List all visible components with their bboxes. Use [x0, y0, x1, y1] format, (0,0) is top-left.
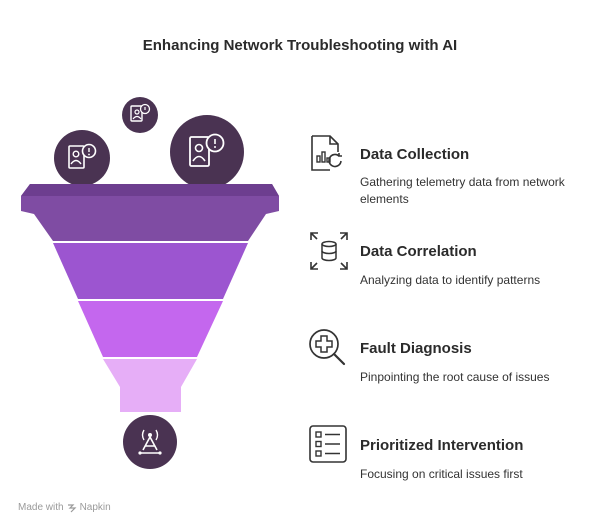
funnel-rim: [21, 184, 279, 196]
magnifier-cross-icon: [309, 329, 346, 366]
database-scan-icon: [310, 232, 348, 270]
chart-document-icon: [311, 135, 342, 171]
step-title-data-collection: Data Collection: [360, 146, 470, 163]
alert-report-icon-right: [170, 115, 244, 189]
step-description-data-collection: Gathering telemetry data from network el…: [360, 175, 565, 206]
step-description-data-correlation: Analyzing data to identify patterns: [360, 273, 541, 287]
alert-report-icon-left: [54, 130, 110, 186]
step-description-prioritized-intervention: Focusing on critical issues first: [360, 467, 523, 481]
step-description-fault-diagnosis: Pinpointing the root cause of issues: [360, 370, 550, 384]
funnel-layer-2: [53, 243, 248, 299]
page-title: Enhancing Network Troubleshooting with A…: [142, 37, 458, 54]
napkin-brand-label: Napkin: [79, 502, 111, 513]
made-with-label: Made with: [18, 502, 64, 513]
funnel-layer-3: [78, 301, 223, 357]
funnel-layer-1: [21, 184, 279, 241]
step-title-data-correlation: Data Correlation: [360, 243, 477, 260]
funnel-layer-4: [103, 359, 197, 412]
step-title-fault-diagnosis: Fault Diagnosis: [360, 340, 472, 357]
napkin-logo-icon: [67, 503, 77, 512]
signal-tower-icon: [123, 415, 177, 469]
made-with-footer[interactable]: Made with Napkin: [18, 502, 111, 513]
checklist-icon: [309, 425, 347, 463]
step-title-prioritized-intervention: Prioritized Intervention: [360, 437, 524, 454]
alert-report-icon-small: [122, 97, 158, 133]
